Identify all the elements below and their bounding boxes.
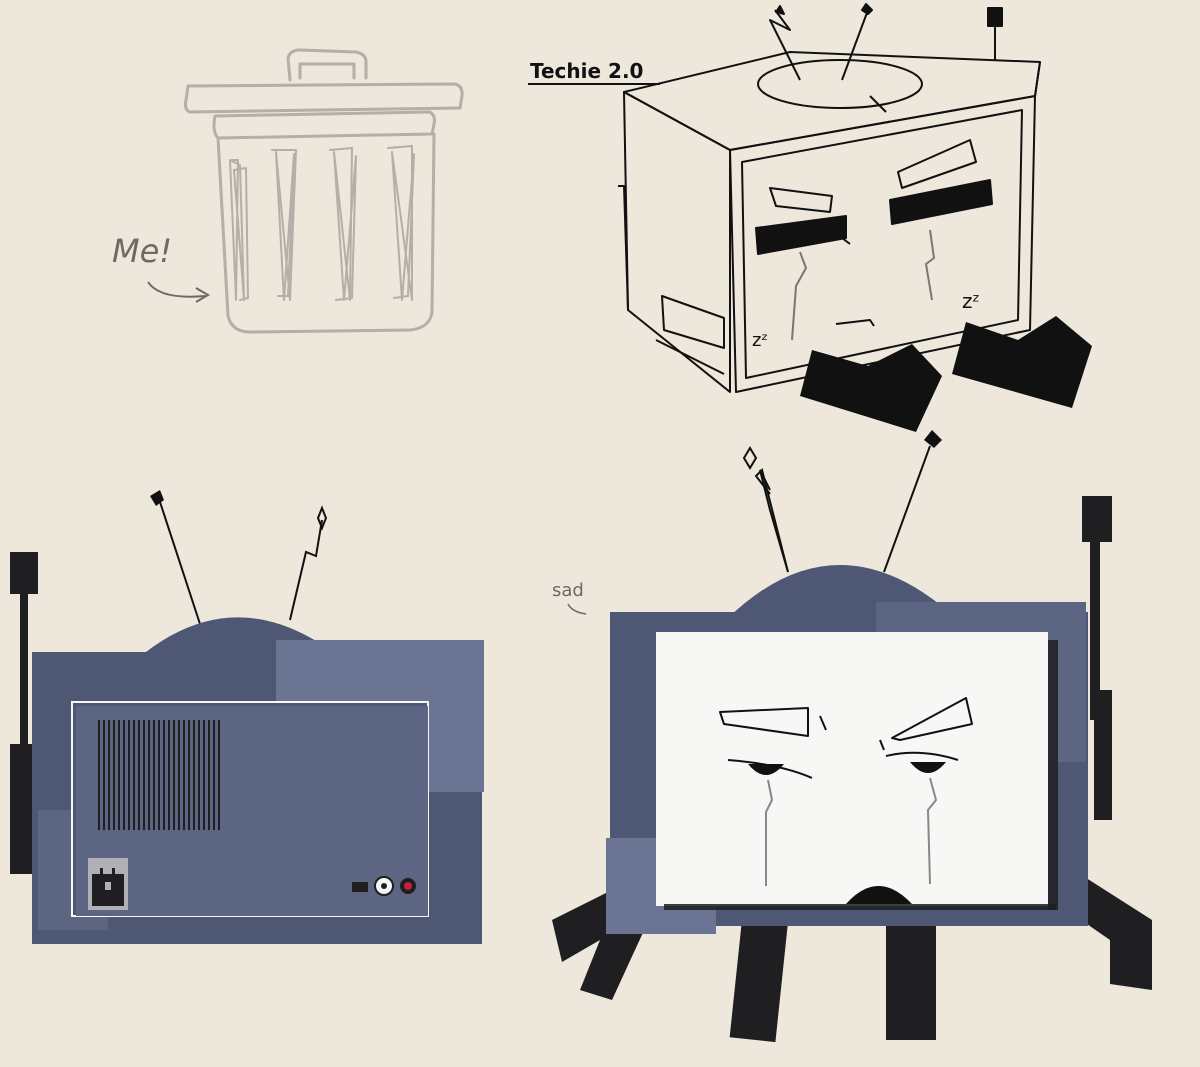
port-usb [352, 882, 368, 892]
vent-grille [98, 720, 220, 830]
star-spark-icon [924, 430, 942, 448]
me-arrow-head [195, 287, 210, 303]
sketch-right-hand [952, 316, 1092, 408]
sketch-title: Techie 2.0 [530, 59, 643, 83]
front-sad-robot [552, 430, 1152, 1043]
star-spark-icon [150, 490, 164, 506]
sad-arrow [567, 603, 587, 615]
zz-right-label: zᶻ [962, 289, 980, 313]
zz-left-label: zᶻ [752, 330, 768, 351]
me-label: Me! [112, 232, 172, 270]
power-outlet-icon [88, 858, 128, 910]
diamond-spark-icon [316, 505, 328, 531]
diamond-spark-icon [742, 446, 758, 470]
sad-label: sad [552, 580, 584, 601]
back-view-robot [10, 490, 484, 944]
me-arrow [147, 281, 206, 298]
sketch-left-hand [800, 344, 942, 432]
sketch-robot [618, 3, 1041, 393]
trash-can-icon [184, 48, 464, 334]
sketch-antenna-tip [987, 7, 1003, 27]
